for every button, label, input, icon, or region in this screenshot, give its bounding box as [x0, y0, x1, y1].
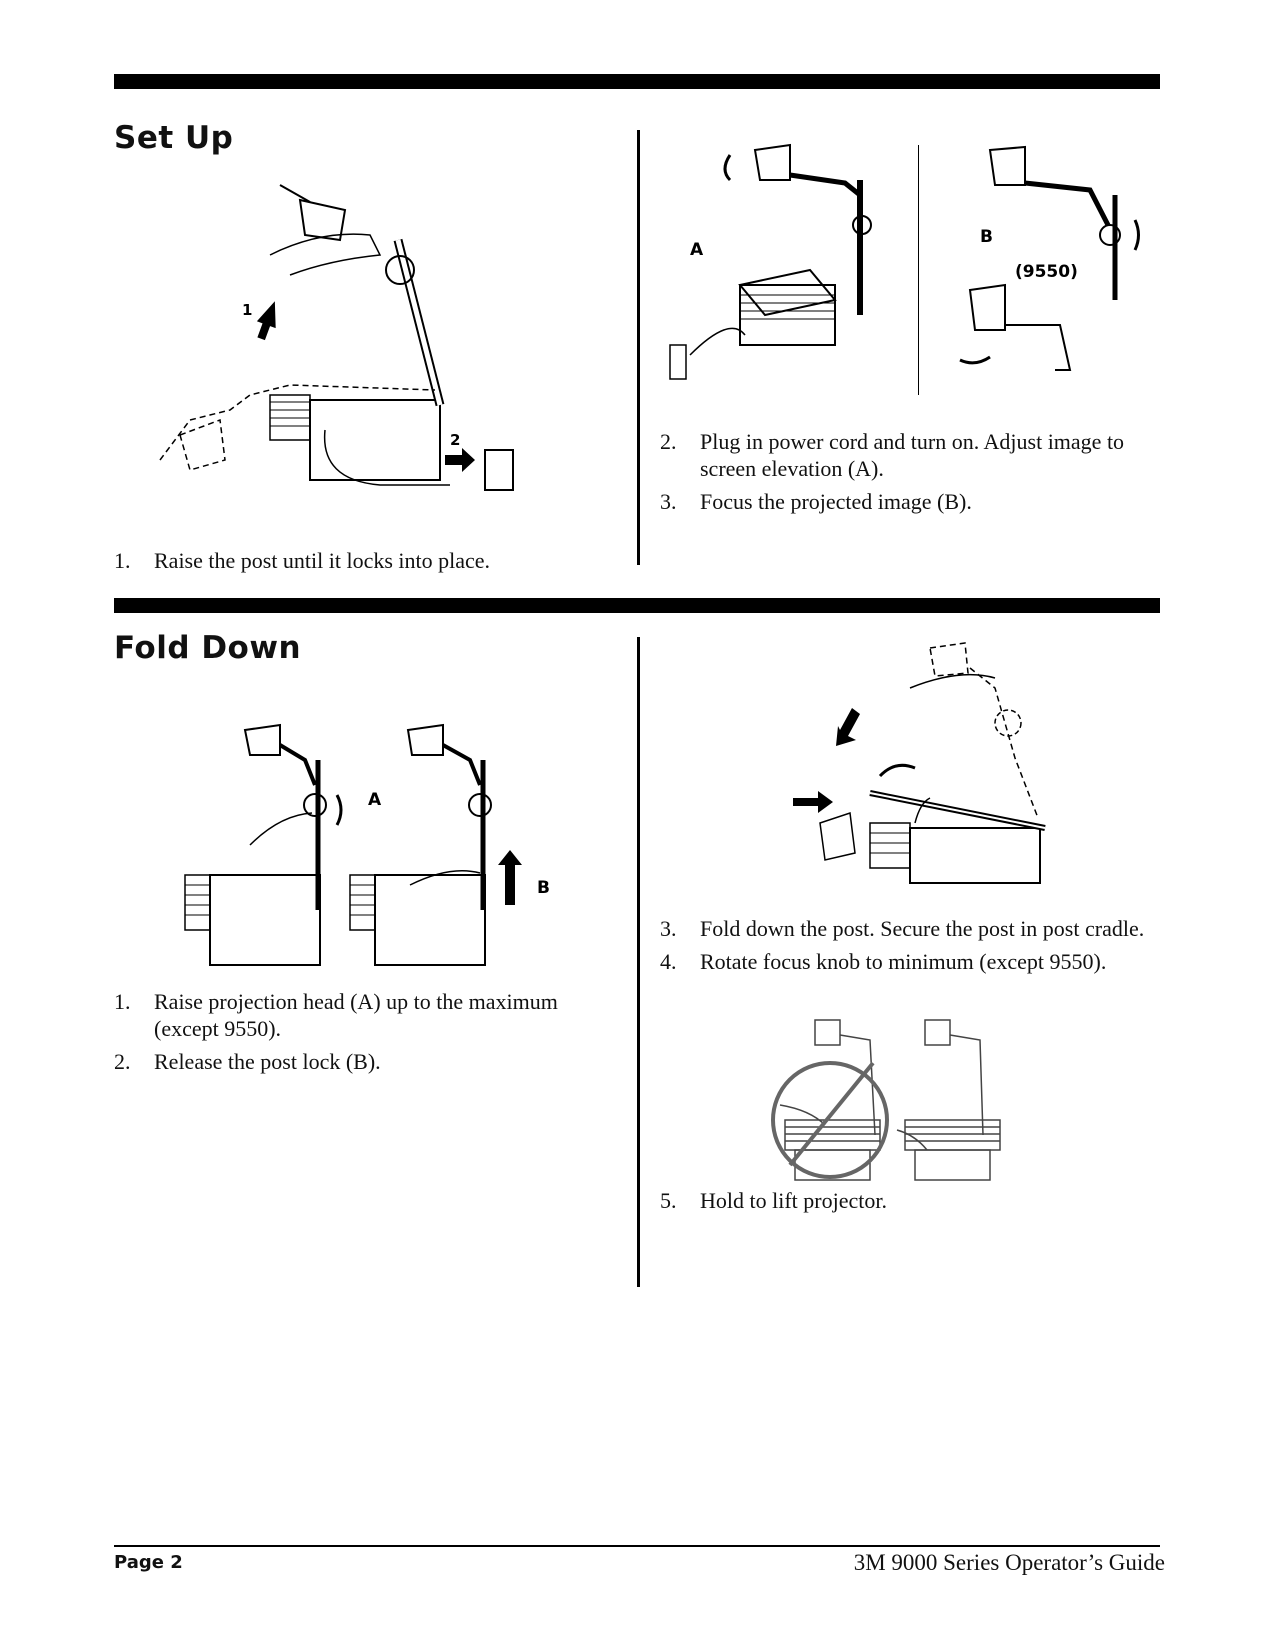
page-number: Page 2: [114, 1552, 183, 1573]
setup-heading: Set Up: [114, 120, 234, 156]
fold-label-b: B: [537, 878, 550, 898]
label-1: 1: [242, 301, 252, 319]
setup-step-3: 3.Focus the projected image (B).: [660, 489, 972, 514]
label-2: 2: [450, 431, 460, 449]
raise-post-illustration: 1 2: [150, 180, 540, 520]
section-rule-fold-down: [114, 598, 1160, 613]
fold-step-3: 3.Fold down the post. Secure the post in…: [660, 916, 1145, 941]
footer-rule: [114, 1545, 1160, 1547]
section-rule-top: [114, 74, 1160, 89]
fold-step-1: 1.Raise projection head (A) up to the ma…: [114, 989, 558, 1041]
fold-label-a: A: [368, 790, 382, 810]
column-divider-fold-down: [637, 637, 640, 1287]
setup-step-list-right: 2.Plug in power cord and turn on. Adjust…: [660, 428, 1160, 521]
fold-step-5: 5.Hold to lift projector.: [660, 1188, 887, 1213]
setup-step-1: 1.Raise the post until it locks into pla…: [114, 548, 491, 573]
fold-post-illustration: [780, 628, 1070, 898]
plug-in-focus-illustration: A B (9550): [660, 135, 1160, 400]
fold-step-4: 4.Rotate focus knob to minimum (except 9…: [660, 949, 1107, 974]
label-9550: (9550): [1015, 262, 1078, 282]
label-a: A: [690, 240, 704, 260]
column-divider-setup: [637, 130, 640, 565]
fold-down-heading: Fold Down: [114, 630, 302, 666]
label-b: B: [980, 227, 993, 247]
raise-head-release-lock-illustration: A B: [180, 705, 570, 970]
fold-step-2: 2.Release the post lock (B).: [114, 1049, 381, 1074]
setup-step-list-left: 1.Raise the post until it locks into pla…: [114, 547, 614, 580]
fold-down-step-list-left: 1.Raise projection head (A) up to the ma…: [114, 988, 594, 1081]
figure-divider: [918, 145, 919, 395]
document-title: 3M 9000 Series Operator’s Guide: [853, 1550, 1165, 1575]
setup-step-2: 2.Plug in power cord and turn on. Adjust…: [660, 429, 1125, 481]
fold-down-step-list-right: 3.Fold down the post. Secure the post in…: [660, 915, 1160, 981]
lift-projector-illustration: [765, 1015, 1015, 1190]
fold-down-step-list-bottom: 5.Hold to lift projector.: [660, 1187, 1160, 1220]
